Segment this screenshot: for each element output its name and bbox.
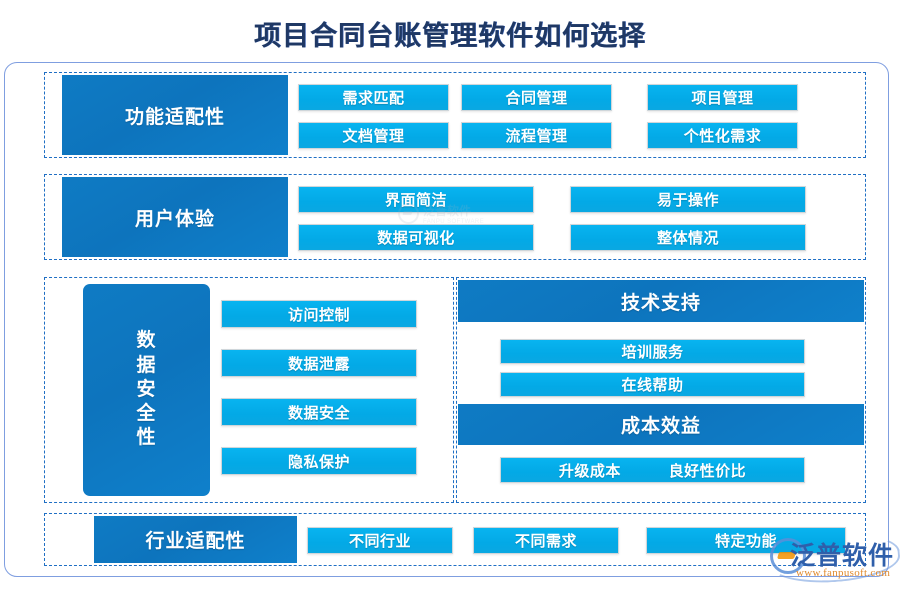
header-char: 全 [136, 403, 157, 425]
item-chip[interactable]: 数据安全 [221, 398, 417, 426]
item-chip[interactable]: 整体情况 [570, 224, 806, 251]
item-chip[interactable]: 个性化需求 [647, 122, 798, 149]
header-char: 据 [136, 354, 157, 376]
item-chip[interactable]: 访问控制 [221, 300, 417, 328]
header-char: 数 [136, 330, 157, 352]
page-title: 项目合同台账管理软件如何选择 [254, 21, 646, 51]
outer-frame [4, 62, 889, 577]
group-header-cost-benefit[interactable]: 成本效益 [458, 404, 864, 445]
group-header-function-fit[interactable]: 功能适配性 [62, 75, 288, 155]
item-chip[interactable]: 在线帮助 [500, 372, 805, 397]
item-label: 良好性价比 [668, 463, 747, 480]
item-chip[interactable]: 培训服务 [500, 339, 805, 364]
group-header-user-experience[interactable]: 用户体验 [62, 177, 288, 257]
group-header-industry-fit[interactable]: 行业适配性 [94, 516, 297, 563]
item-chip[interactable]: 项目管理 [647, 84, 798, 111]
item-chip[interactable]: 界面简洁 [298, 186, 534, 213]
group-header-tech-support[interactable]: 技术支持 [458, 280, 864, 322]
header-char: 安 [136, 378, 157, 400]
item-label: 升级成本 [558, 463, 621, 480]
group-header-data-security[interactable]: 数 据 安 全 性 [83, 284, 210, 496]
item-chip[interactable]: 合同管理 [461, 84, 612, 111]
item-chip[interactable]: 数据可视化 [298, 224, 534, 251]
item-chip[interactable]: 流程管理 [461, 122, 612, 149]
item-chip-cost-benefit[interactable]: 升级成本 良好性价比 [500, 457, 805, 483]
item-chip[interactable]: 隐私保护 [221, 447, 417, 475]
item-chip[interactable]: 不同需求 [473, 527, 619, 554]
item-chip[interactable]: 易于操作 [570, 186, 806, 213]
item-chip[interactable]: 特定功能 [646, 527, 846, 554]
item-chip[interactable]: 数据泄露 [221, 349, 417, 377]
item-chip[interactable]: 需求匹配 [298, 84, 449, 111]
header-char: 性 [136, 427, 157, 449]
item-chip[interactable]: 不同行业 [307, 527, 453, 554]
item-chip[interactable]: 文档管理 [298, 122, 449, 149]
